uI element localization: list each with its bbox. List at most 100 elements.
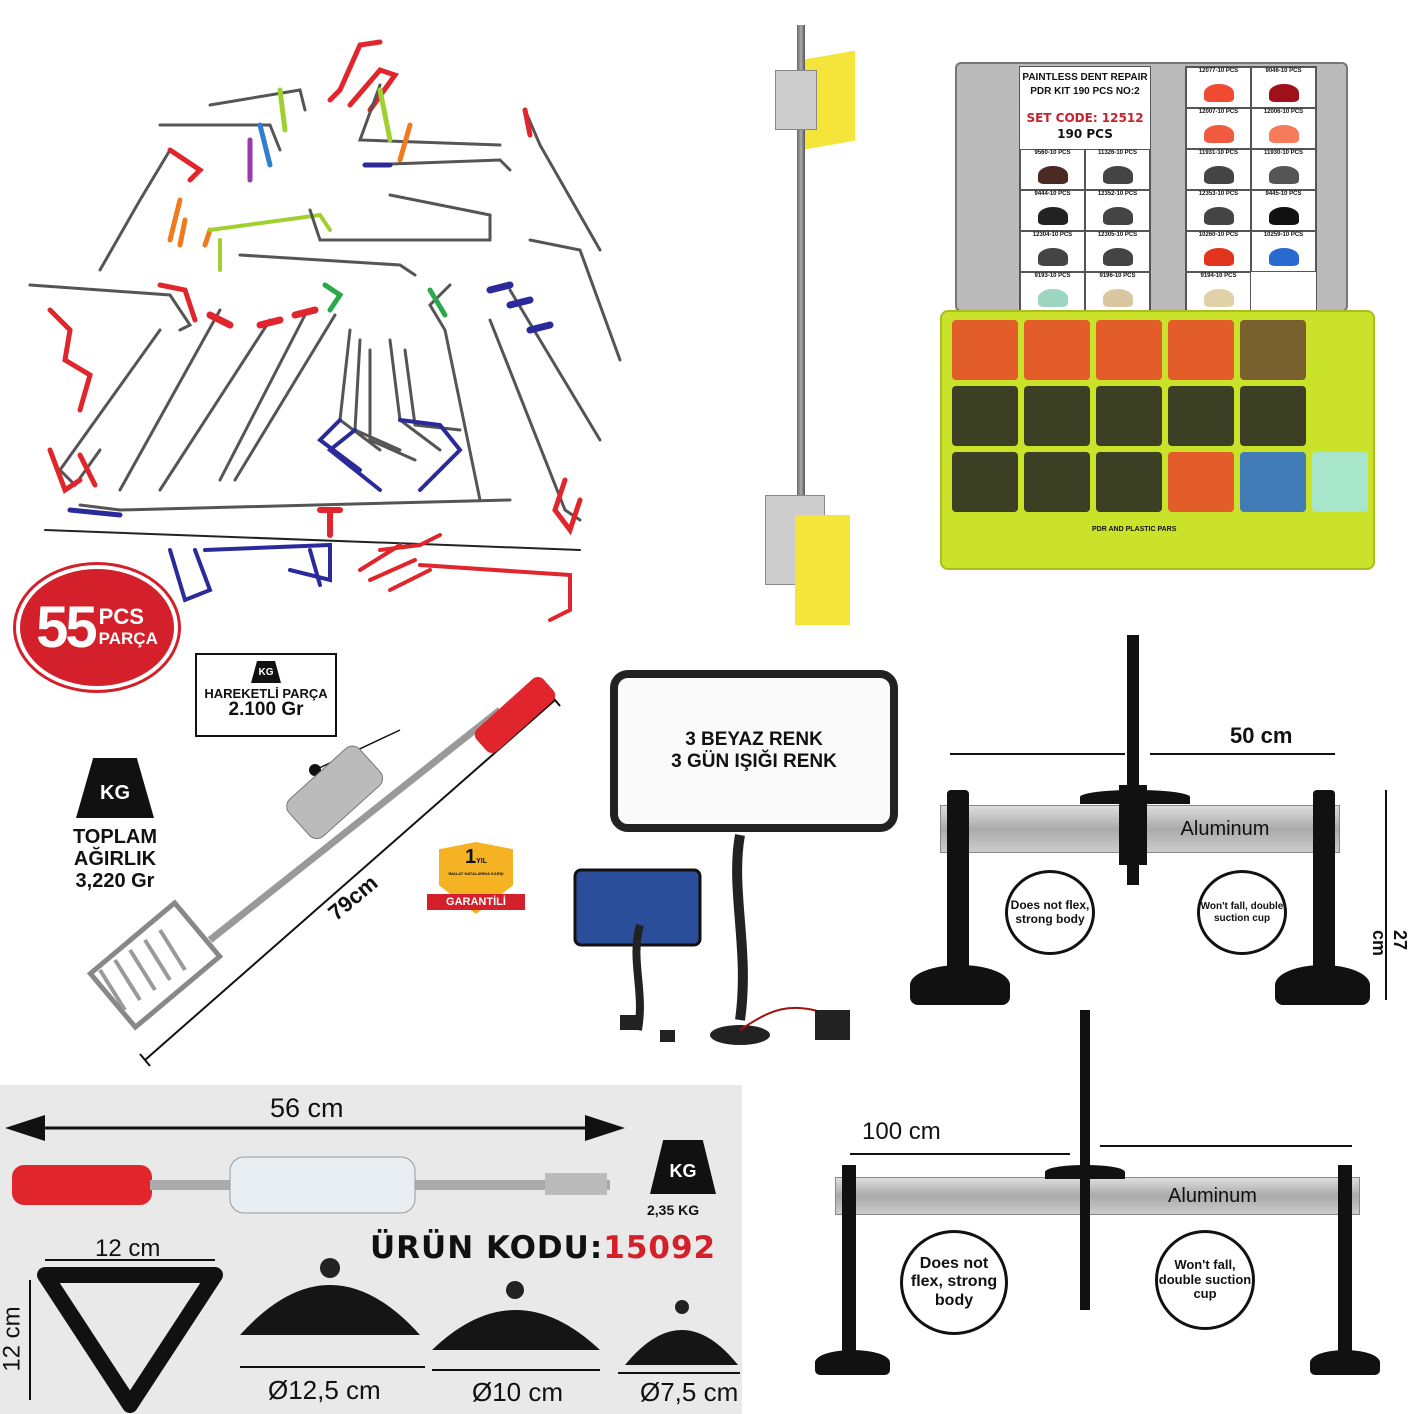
product-code-value: 15092	[603, 1230, 717, 1266]
kit-cap-cell: 10260-10 PCS	[1186, 231, 1251, 272]
kit-cap-cell: 10259-10 PCS	[1251, 231, 1316, 272]
kit-tray: PDR AND PLASTIC PARS	[940, 310, 1375, 570]
total-label-2: AĞIRLIK	[73, 848, 157, 870]
tray-compartment	[1096, 452, 1162, 512]
kg-weight-icon: KG	[251, 661, 281, 683]
cap-icon	[1203, 248, 1234, 266]
bridge-small-height: 27 cm	[1369, 930, 1410, 957]
set-code: SET CODE: 12512	[1026, 111, 1144, 125]
tray-compartment	[1168, 320, 1234, 380]
kit-cap-cell: 12006-10 PCS	[1251, 108, 1316, 149]
cap-code: 10259-10 PCS	[1263, 232, 1304, 238]
warranty-years: 1	[464, 846, 477, 868]
tray-compartment	[1240, 452, 1306, 512]
tray-compartment	[952, 452, 1018, 512]
tray-compartment	[1168, 386, 1234, 446]
tray-compartment	[1096, 320, 1162, 380]
cap-code: 9193-10 PCS	[1034, 273, 1071, 279]
tray-compartment	[952, 386, 1018, 446]
bridge-large-left-note: Does not flex, strong body	[900, 1230, 1008, 1335]
cap-code: 12305-10 PCS	[1097, 232, 1138, 238]
cap-icon	[1203, 289, 1234, 307]
kit-cap-cell: 9445-10 PCS	[1251, 190, 1316, 231]
kit-title-line2: PDR KIT 190 PCS NO:2	[1030, 86, 1140, 97]
tray-compartment	[1312, 452, 1368, 512]
cap-code: 9444-10 PCS	[1034, 191, 1071, 197]
bridge-small-left-note: Does not flex, strong body	[1005, 870, 1095, 955]
cap-icon	[1102, 207, 1133, 225]
tray-compartment	[1240, 320, 1306, 380]
kit-pcs: 190 PCS	[1057, 127, 1113, 141]
cup-medium-size: Ø10 cm	[472, 1377, 564, 1407]
bridge-small: 50 cm 27 cm Aluminum Does not flex, stro…	[905, 625, 1410, 1015]
handle-height: 12 cm	[0, 1306, 26, 1372]
moving-part-box: KG HAREKETLİ PARÇA 2.100 Gr	[195, 653, 337, 737]
bridge-large-right-note: Won't fall, double suction cup	[1155, 1230, 1255, 1330]
tray-label: PDR AND PLASTIC PARS	[1092, 526, 1177, 533]
kit-cap-cell: 9444-10 PCS	[1020, 190, 1085, 231]
cup-large-size: Ø12,5 cm	[268, 1375, 381, 1405]
moving-part-label: HAREKETLİ PARÇA	[204, 686, 328, 701]
badge-label: PARÇA	[98, 628, 158, 648]
cap-icon	[1268, 84, 1299, 102]
cap-icon	[1268, 207, 1299, 225]
pieces-count-badge: 55 PCS PARÇA	[16, 565, 178, 690]
led-light-board: 3 BEYAZ RENK 3 GÜN IŞIĞI RENK	[610, 670, 898, 832]
total-weight: 3,220 Gr	[75, 870, 155, 892]
hammer-weight: 2,35 KG	[647, 1202, 700, 1218]
cap-icon	[1268, 125, 1299, 143]
handle-width: 12 cm	[95, 1235, 161, 1262]
light-line2: 3 GÜN IŞIĞI RENK	[671, 751, 837, 772]
total-label-1: TOPLAM	[72, 826, 158, 848]
kit-cap-cell: 12352-10 PCS	[1085, 190, 1150, 231]
cap-code: 9445-10 PCS	[1265, 191, 1302, 197]
cap-icon	[1203, 207, 1234, 225]
warranty-unit: YIL	[476, 858, 487, 865]
aluminum-bar: Aluminum	[835, 1177, 1360, 1215]
cap-icon	[1037, 207, 1068, 225]
cap-code: 12077-10 PCS	[1198, 68, 1239, 74]
hammer-set-drawing	[5, 1115, 740, 1413]
tray-compartment	[1024, 386, 1090, 446]
hammer-set-panel: 56 cm KG 2,35 KG ÜRÜN KODU:15092 12 cm 1…	[0, 1085, 742, 1414]
cap-code: 12006-10 PCS	[1263, 109, 1304, 115]
kit-title-line1: PAINTLESS DENT REPAIR	[1022, 72, 1148, 83]
kit-title: PAINTLESS DENT REPAIR PDR KIT 190 PCS NO…	[1020, 71, 1150, 99]
tray-compartment	[1240, 386, 1306, 446]
cap-code: 9196-10 PCS	[1099, 273, 1136, 279]
kit-cap-cell: 9194-10 PCS	[1186, 272, 1251, 313]
cap-code: 12007-10 PCS	[1198, 109, 1239, 115]
cap-code: 10260-10 PCS	[1198, 232, 1239, 238]
cap-code: 11931-10 PCS	[1198, 150, 1239, 156]
cap-icon	[1102, 289, 1133, 307]
warranty-banner: GARANTİLİ	[427, 894, 525, 910]
warranty-badge: 1YIL İMALAT HATALARINA KARŞI GARANTİLİ	[427, 842, 525, 922]
pdr-kit-box: PAINTLESS DENT REPAIR PDR KIT 190 PCS NO…	[940, 62, 1375, 570]
hammer-length: 56 cm	[270, 1093, 344, 1123]
total-weight-block: KG TOPLAM AĞIRLIK 3,220 Gr	[55, 758, 175, 892]
warranty-text: İMALAT HATALARINA KARŞI	[448, 871, 504, 876]
bridge-small-right-note: Won't fall, double suction cup	[1197, 870, 1287, 955]
cap-code: 9046-10 PCS	[1265, 68, 1302, 74]
kit-cap-cell: 9560-10 PCS	[1020, 149, 1085, 190]
kit-cap-cell: 12353-10 PCS	[1186, 190, 1251, 231]
kit-card-right: 12077-10 PCS 9046-10 PCS 12007-10 PCS 12006…	[1185, 66, 1317, 313]
cap-code: 12352-10 PCS	[1097, 191, 1138, 197]
cap-icon	[1102, 166, 1133, 184]
tray-compartment	[952, 320, 1018, 380]
cap-icon	[1037, 248, 1068, 266]
cap-code: 12353-10 PCS	[1198, 191, 1239, 197]
cap-icon	[1037, 166, 1068, 184]
cap-code: 9194-10 PCS	[1200, 273, 1237, 279]
tray-compartment	[1096, 386, 1162, 446]
cap-code: 12304-10 PCS	[1032, 232, 1073, 238]
bridge-large: 100 cm Aluminum Does not flex, strong bo…	[810, 1005, 1410, 1405]
kit-cap-cell: 9046-10 PCS	[1251, 67, 1316, 108]
bridge-large-width: 100 cm	[862, 1118, 941, 1145]
light-line1: 3 BEYAZ RENK	[685, 729, 823, 750]
cap-icon	[1102, 248, 1133, 266]
cap-icon	[1203, 84, 1234, 102]
kit-cap-cell: 12305-10 PCS	[1085, 231, 1150, 272]
tray-compartment	[1024, 452, 1090, 512]
pdr-rods-image	[28, 39, 622, 622]
